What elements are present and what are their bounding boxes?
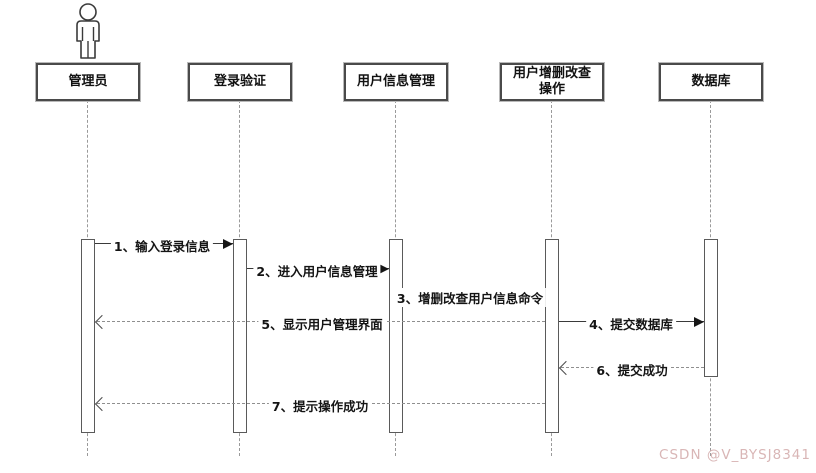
- participant-label: 用户增删改查操作: [512, 66, 591, 97]
- participant-box-login: 登录验证: [188, 63, 292, 101]
- message-4-arrowhead-icon: [694, 317, 704, 327]
- activation-bar-database: [704, 239, 718, 377]
- activation-bar-crud: [545, 239, 559, 433]
- participant-label: 用户信息管理: [356, 74, 435, 89]
- watermark: CSDN @V_BYSJ8341: [659, 447, 811, 463]
- participant-label: 管理员: [68, 74, 108, 89]
- participant-label: 数据库: [691, 74, 731, 89]
- message-1-arrowhead-icon: [223, 239, 233, 249]
- message-1-label: 1、输入登录信息: [110, 236, 214, 255]
- participant-box-crud: 用户增删改查操作: [500, 63, 604, 101]
- participant-label: 登录验证: [213, 74, 266, 89]
- message-6-arrowhead-icon: [558, 360, 574, 376]
- activation-bar-admin: [81, 239, 95, 433]
- participant-box-admin: 管理员: [36, 63, 140, 101]
- message-2-arrowhead-icon: [379, 264, 389, 274]
- message-5-arrowhead-icon: [94, 314, 110, 330]
- message-3-label: 3、增删改查用户信息命令: [393, 288, 547, 307]
- message-6-label: 6、提交成功: [593, 360, 671, 379]
- message-2-label: 2、进入用户信息管理: [253, 261, 381, 280]
- participant-box-userinfo: 用户信息管理: [344, 63, 448, 101]
- actor-icon: [64, 3, 112, 65]
- participant-box-database: 数据库: [659, 63, 763, 101]
- message-7-label: 7、提示操作成功: [268, 396, 372, 415]
- message-4-label: 4、提交数据库: [586, 314, 676, 333]
- activation-bar-userinfo: [389, 239, 403, 433]
- message-5-label: 5、显示用户管理界面: [258, 314, 386, 333]
- message-7-arrowhead-icon: [94, 396, 110, 412]
- activation-bar-login: [233, 239, 247, 433]
